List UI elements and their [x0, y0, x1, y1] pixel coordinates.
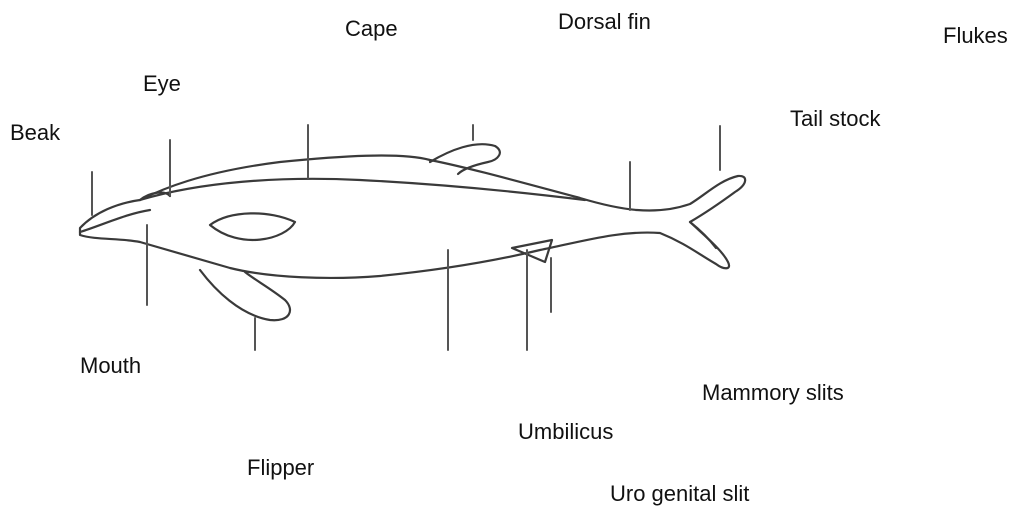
- label-beak: Beak: [10, 122, 60, 144]
- pointer-lines: [92, 125, 720, 350]
- label-flukes: Flukes: [943, 25, 1008, 47]
- label-mouth: Mouth: [80, 355, 141, 377]
- label-uro-genital-slit: Uro genital slit: [610, 483, 749, 505]
- label-flipper: Flipper: [247, 457, 314, 479]
- label-eye: Eye: [143, 73, 181, 95]
- dorsal-fin-outline: [430, 144, 500, 174]
- label-mammory-slits: Mammory slits: [702, 382, 844, 404]
- dolphin-body-outline: [80, 156, 745, 278]
- label-dorsal-fin: Dorsal fin: [558, 11, 651, 33]
- label-umbilicus: Umbilicus: [518, 421, 613, 443]
- mouth-line: [80, 210, 150, 232]
- flipper-body-marking: [210, 213, 295, 240]
- label-tail-stock: Tail stock: [790, 108, 880, 130]
- label-cape: Cape: [345, 18, 398, 40]
- flipper-outline: [200, 270, 290, 320]
